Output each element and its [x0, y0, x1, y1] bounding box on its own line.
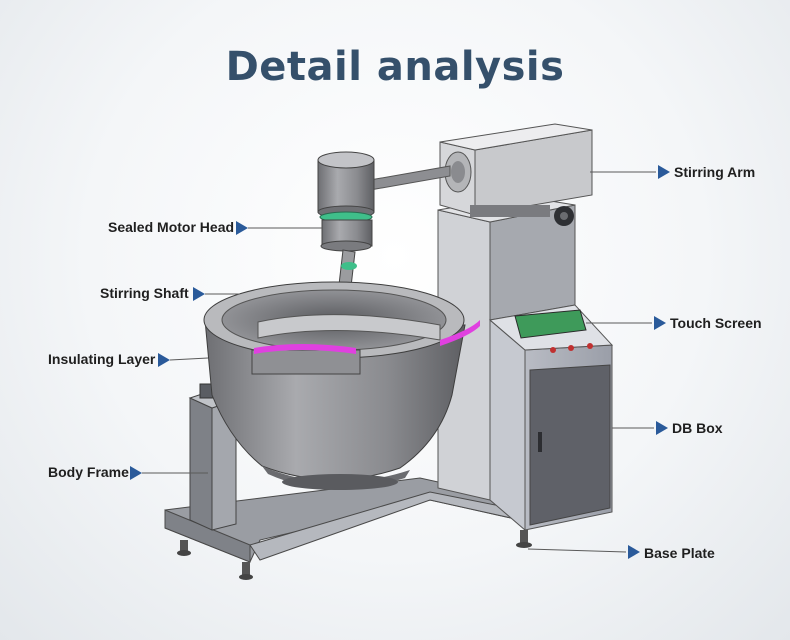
leader-base-plate: [527, 548, 627, 553]
label-base-plate: Base Plate: [644, 545, 715, 561]
triangle-pointer-icon: [193, 287, 205, 301]
touch-screen-panel: [514, 309, 593, 353]
kettle-bowl: [203, 281, 480, 490]
triangle-pointer-icon: [654, 316, 666, 330]
triangle-pointer-icon: [658, 165, 670, 179]
stirring-arm-housing: [369, 123, 593, 226]
triangle-pointer-icon: [656, 421, 668, 435]
label-stirring-arm: Stirring Arm: [674, 164, 756, 180]
triangle-pointer-icon: [236, 221, 248, 235]
label-db-box: DB Box: [672, 420, 723, 436]
label-sealed-motor-head: Sealed Motor Head: [108, 219, 235, 235]
label-insulating-layer: Insulating Layer: [48, 351, 156, 367]
leader-insulating-layer: [169, 357, 209, 361]
leader-lines: [142, 171, 656, 553]
label-touch-screen: Touch Screen: [670, 315, 762, 331]
motor-head: [317, 151, 375, 252]
control-cabinet: [488, 304, 614, 532]
triangle-pointer-icon: [130, 466, 142, 480]
label-body-frame: Body Frame: [48, 464, 129, 480]
base-frame: [164, 477, 532, 580]
label-stirring-shaft: Stirring Shaft: [100, 285, 189, 301]
triangle-pointer-icon: [628, 545, 640, 559]
page-title: Detail analysis: [225, 44, 565, 90]
triangle-pointer-icon: [158, 353, 170, 367]
